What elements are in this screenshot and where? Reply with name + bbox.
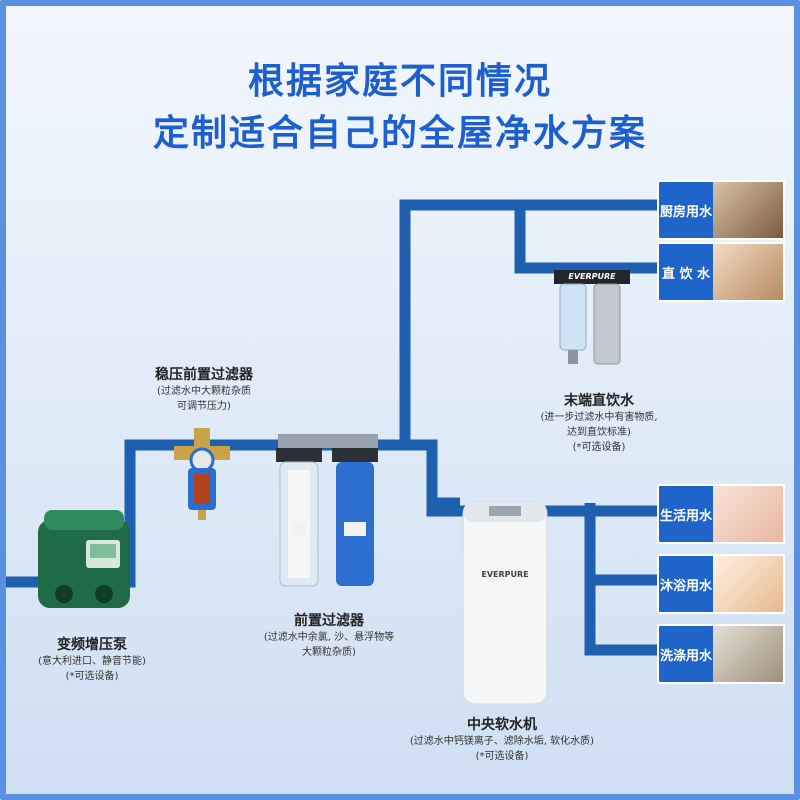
headline-line-1: 根据家庭不同情况 [247, 61, 552, 102]
softener-name: 中央软水机 [467, 717, 537, 733]
prefilter-caption: 前置过滤器 (过滤水中余氯, 沙、悬浮物等 大颗粒杂质) [244, 610, 414, 660]
drinking-desc-2: 达到直饮标准) [567, 427, 631, 438]
pump-desc-2: (*可选设备) [65, 671, 119, 682]
outlet-laundry-label: 洗涤用水 [657, 624, 713, 684]
child-drinking-photo-icon [713, 242, 785, 302]
regulator-caption: 稳压前置过滤器 (过滤水中大颗粒杂质 可调节压力) [134, 364, 274, 414]
water-softener-illustration: EVERPURE [461, 500, 549, 706]
softener-desc-2: (*可选设备) [475, 751, 529, 762]
pressure-regulator-illustration [174, 424, 230, 522]
drinking-unit-illustration: EVERPURE [554, 270, 630, 380]
booster-pump-illustration [34, 506, 134, 616]
prefilter-desc-1: (过滤水中余氯, 沙、悬浮物等 [263, 632, 395, 643]
front-filter-illustration [274, 434, 382, 594]
laundry-photo-icon [713, 624, 785, 684]
softener-desc-1: (过滤水中钙镁离子、滤除水垢, 软化水质) [409, 736, 595, 747]
prefilter-desc-2: 大颗粒杂质) [302, 647, 356, 658]
pump-caption: 变频增压泵 (意大利进口、静音节能) (*可选设备) [12, 634, 172, 684]
drinking-unit-brand: EVERPURE [568, 272, 616, 281]
drinking-desc-3: (*可选设备) [572, 442, 626, 453]
headline-line-2: 定制适合自己的全屋净水方案 [152, 113, 647, 154]
softener-caption: 中央软水机 (过滤水中钙镁离子、滤除水垢, 软化水质) (*可选设备) [402, 714, 602, 764]
outlet-living-label: 生活用水 [657, 484, 713, 544]
prefilter-name: 前置过滤器 [294, 613, 364, 629]
drinking-caption: 末端直饮水 (进一步过滤水中有害物质, 达到直饮标准) (*可选设备) [524, 390, 674, 455]
outlet-kitchen-label: 厨房用水 [657, 180, 713, 240]
outlet-drinking-label: 直 饮 水 [657, 242, 713, 302]
outlet-bath-label: 沐浴用水 [657, 554, 713, 614]
drinking-name: 末端直饮水 [564, 393, 634, 409]
kitchen-photo-icon [713, 180, 785, 240]
softener-brand: EVERPURE [481, 570, 529, 579]
regulator-desc-2: 可调节压力) [177, 401, 231, 412]
regulator-name: 稳压前置过滤器 [155, 367, 253, 383]
face-washing-photo-icon [713, 484, 785, 544]
bathing-baby-photo-icon [713, 554, 785, 614]
pump-name: 变频增压泵 [57, 637, 127, 653]
regulator-desc-1: (过滤水中大颗粒杂质 [157, 386, 251, 397]
pump-desc-1: (意大利进口、静音节能) [38, 656, 146, 667]
drinking-desc-1: (进一步过滤水中有害物质, [540, 412, 658, 423]
